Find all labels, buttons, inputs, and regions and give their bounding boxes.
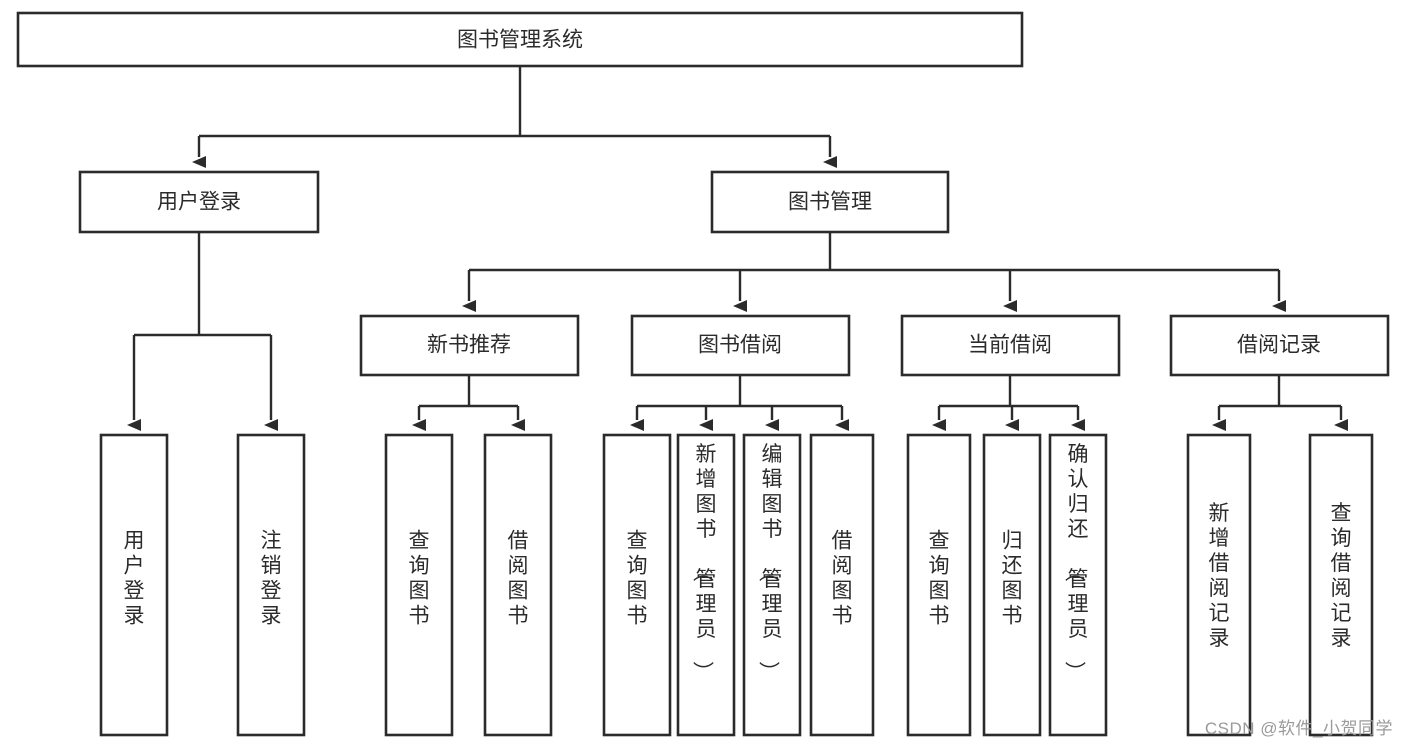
connector-group-current-borrow-children: [932, 375, 1085, 431]
node-leaf-return-book[interactable]: 归还图书: [982, 433, 1042, 737]
connector-group-borrow-record-children: [1212, 375, 1348, 431]
node-borrow-record-label: 借阅记录: [1237, 334, 1321, 357]
node-leaf-query-book-3[interactable]: 查询图书: [906, 433, 972, 737]
node-leaf-query-book-1-label: 查询图书: [409, 530, 430, 628]
node-leaf-edit-book-label: 编辑图书（管理员）: [757, 443, 783, 682]
node-leaf-borrow-book-2[interactable]: 借阅图书: [809, 433, 875, 737]
node-leaf-confirm-return-label: 确认归还（管理员）: [1063, 443, 1089, 682]
node-leaf-edit-book[interactable]: 编辑图书（管理员）: [742, 433, 802, 737]
node-leaf-add-book-box[interactable]: [676, 433, 736, 737]
node-leaf-query-book-2-label: 查询图书: [627, 530, 648, 628]
node-leaf-query-book-3-box[interactable]: [906, 433, 972, 737]
node-leaf-query-record-box[interactable]: [1308, 433, 1374, 737]
node-leaf-query-book-1[interactable]: 查询图书: [384, 433, 454, 737]
node-leaf-confirm-return[interactable]: 确认归还（管理员）: [1048, 433, 1108, 737]
node-leaf-return-book-box[interactable]: [982, 433, 1042, 737]
node-leaf-user-login[interactable]: 用户登录: [99, 433, 169, 737]
node-leaf-query-record[interactable]: 查询借阅记录: [1308, 433, 1374, 737]
node-root[interactable]: 图书管理系统: [16, 11, 1024, 68]
node-user-login-label: 用户登录: [157, 191, 241, 214]
node-book-borrow-box[interactable]: [630, 314, 851, 377]
node-leaf-user-login-label: 用户登录: [124, 530, 145, 628]
node-leaf-add-record-box[interactable]: [1186, 433, 1252, 737]
node-user-login[interactable]: 用户登录: [78, 170, 320, 234]
node-leaf-borrow-book-1-box[interactable]: [483, 433, 553, 737]
node-book-manage-label: 图书管理: [788, 191, 872, 214]
node-leaf-borrow-book-1-label: 借阅图书: [508, 530, 529, 628]
node-leaf-logout[interactable]: 注销登录: [236, 433, 306, 737]
node-leaf-query-book-1-box[interactable]: [384, 433, 454, 737]
node-leaf-add-record[interactable]: 新增借阅记录: [1186, 433, 1252, 737]
node-root-label: 图书管理系统: [457, 29, 583, 52]
node-leaf-edit-book-box[interactable]: [742, 433, 802, 737]
node-leaf-add-record-label: 新增借阅记录: [1209, 502, 1230, 650]
connector-group-user-login-children: [127, 232, 278, 431]
node-borrow-record[interactable]: 借阅记录: [1169, 314, 1390, 377]
node-book-borrow-label: 图书借阅: [698, 334, 782, 357]
node-borrow-record-box[interactable]: [1169, 314, 1390, 377]
node-leaf-add-book[interactable]: 新增图书（管理员）: [676, 433, 736, 737]
node-leaf-borrow-book-2-box[interactable]: [809, 433, 875, 737]
node-leaf-query-book-3-label: 查询图书: [929, 530, 950, 628]
node-leaf-user-login-box[interactable]: [99, 433, 169, 737]
node-leaf-query-book-2[interactable]: 查询图书: [602, 433, 672, 737]
node-current-borrow-label: 当前借阅: [968, 334, 1052, 357]
node-book-manage-box[interactable]: [710, 170, 950, 234]
connector-group-root-to-level1: [192, 66, 837, 168]
node-leaf-confirm-return-box[interactable]: [1048, 433, 1108, 737]
node-book-borrow[interactable]: 图书借阅: [630, 314, 851, 377]
node-new-book-recommend[interactable]: 新书推荐: [359, 314, 580, 377]
node-root-box[interactable]: [16, 11, 1024, 68]
node-leaf-logout-box[interactable]: [236, 433, 306, 737]
node-new-book-recommend-label: 新书推荐: [427, 334, 511, 357]
node-leaf-add-book-label: 新增图书（管理员）: [691, 443, 717, 682]
connector-group-book-manage-children: [462, 232, 1286, 312]
node-user-login-box[interactable]: [78, 170, 320, 234]
node-leaf-logout-label: 注销登录: [261, 530, 282, 628]
node-current-borrow-box[interactable]: [900, 314, 1121, 377]
node-new-book-recommend-box[interactable]: [359, 314, 580, 377]
connector-group-book-borrow-children: [630, 375, 849, 431]
node-leaf-query-record-label: 查询借阅记录: [1331, 502, 1352, 650]
node-leaf-query-book-2-box[interactable]: [602, 433, 672, 737]
node-leaf-borrow-book-1[interactable]: 借阅图书: [483, 433, 553, 737]
node-current-borrow[interactable]: 当前借阅: [900, 314, 1121, 377]
node-book-manage[interactable]: 图书管理: [710, 170, 950, 234]
node-leaf-return-book-label: 归还图书: [1002, 530, 1023, 628]
connector-group-new-book-recommend-children: [412, 375, 525, 431]
node-leaf-borrow-book-2-label: 借阅图书: [832, 530, 853, 628]
